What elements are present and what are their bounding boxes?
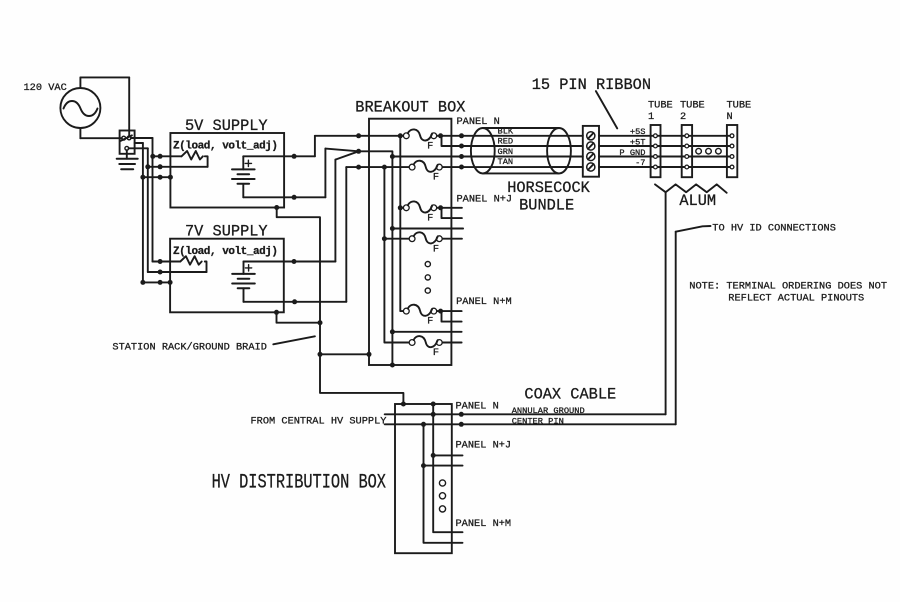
svg-text:F: F bbox=[433, 172, 439, 184]
svg-text:TUBE: TUBE bbox=[648, 99, 673, 111]
svg-text:BREAKOUT BOX: BREAKOUT BOX bbox=[355, 99, 465, 117]
svg-text:TUBE: TUBE bbox=[727, 99, 752, 111]
svg-text:15 PIN RIBBON: 15 PIN RIBBON bbox=[532, 76, 651, 94]
svg-text:+5S: +5S bbox=[630, 127, 646, 137]
svg-text:HV DISTRIBUTION BOX: HV DISTRIBUTION BOX bbox=[212, 472, 386, 495]
svg-text:BUNDLE: BUNDLE bbox=[519, 197, 574, 215]
svg-text:TO HV ID CONNECTIONS: TO HV ID CONNECTIONS bbox=[712, 223, 836, 235]
svg-text:7V SUPPLY: 7V SUPPLY bbox=[185, 223, 268, 241]
svg-text:F: F bbox=[433, 243, 439, 255]
svg-text:+5T: +5T bbox=[630, 137, 646, 147]
svg-text:COAX CABLE: COAX CABLE bbox=[524, 386, 616, 404]
svg-text:Z(load, volt_adj): Z(load, volt_adj) bbox=[173, 140, 278, 152]
svg-text:F: F bbox=[427, 212, 433, 224]
svg-text:1: 1 bbox=[648, 111, 654, 123]
svg-text:PANEL N: PANEL N bbox=[457, 116, 500, 128]
svg-text:120 VAC: 120 VAC bbox=[24, 82, 67, 94]
svg-text:PANEL N+J: PANEL N+J bbox=[456, 440, 512, 452]
svg-text:PANEL N+J: PANEL N+J bbox=[457, 194, 513, 206]
svg-text:P GND: P GND bbox=[619, 148, 645, 158]
svg-text:5V SUPPLY: 5V SUPPLY bbox=[185, 117, 268, 135]
svg-text:NOTE: TERMINAL ORDERING DOES N: NOTE: TERMINAL ORDERING DOES NOT bbox=[689, 280, 887, 292]
svg-text:ALUM: ALUM bbox=[679, 192, 716, 210]
svg-text:F: F bbox=[433, 347, 439, 359]
svg-text:HORSECOCK: HORSECOCK bbox=[507, 179, 590, 197]
svg-text:BLK: BLK bbox=[498, 126, 514, 136]
svg-text:F: F bbox=[427, 316, 433, 328]
svg-text:F: F bbox=[427, 140, 433, 152]
svg-text:FROM CENTRAL HV SUPPLY: FROM CENTRAL HV SUPPLY bbox=[251, 416, 387, 428]
svg-text:PANEL N+M: PANEL N+M bbox=[456, 296, 512, 308]
svg-text:2: 2 bbox=[680, 111, 686, 123]
svg-text:PANEL N+M: PANEL N+M bbox=[456, 518, 512, 530]
svg-text:Z(load, volt_adj): Z(load, volt_adj) bbox=[173, 246, 278, 258]
svg-text:CENTER PIN: CENTER PIN bbox=[512, 416, 564, 426]
svg-text:TAN: TAN bbox=[498, 157, 514, 167]
svg-text:TUBE: TUBE bbox=[680, 99, 705, 111]
svg-text:ANNULAR GROUND: ANNULAR GROUND bbox=[512, 406, 585, 416]
svg-text:RED: RED bbox=[498, 136, 514, 146]
svg-text:STATION RACK/GROUND BRAID: STATION RACK/GROUND BRAID bbox=[112, 342, 266, 354]
svg-text:PANEL N: PANEL N bbox=[456, 401, 499, 413]
svg-text:N: N bbox=[727, 111, 733, 123]
svg-text:GRN: GRN bbox=[498, 147, 514, 157]
svg-text:-7: -7 bbox=[635, 158, 645, 168]
svg-text:REFLECT ACTUAL PINOUTS: REFLECT ACTUAL PINOUTS bbox=[728, 293, 864, 305]
